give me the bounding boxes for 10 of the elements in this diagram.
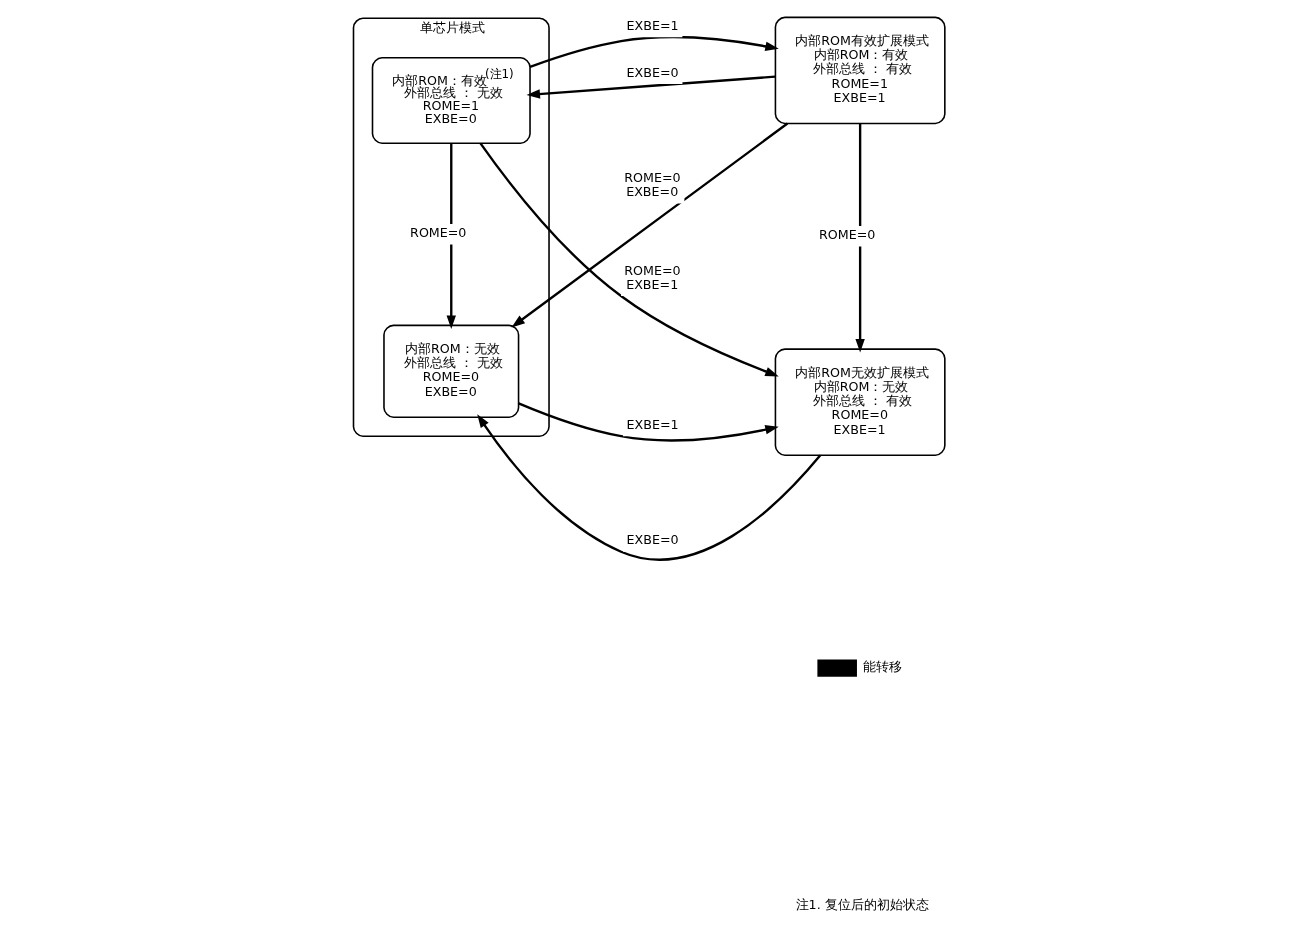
edge-label: ROME=0 (818, 227, 876, 243)
edge-label: EXBE=1 (626, 416, 679, 432)
legend-label: 能转移 (863, 659, 903, 675)
edge-label: ROME=0 EXBE=1 (624, 262, 681, 292)
label: 注1. 复位后的初始状态 (795, 896, 929, 912)
edge-label: EXBE=0 (626, 532, 679, 548)
edge-label: EXBE=0 (626, 64, 679, 80)
edge-label: ROME=0 (410, 225, 467, 241)
edge-label: ROME=0 EXBE=0 (624, 169, 681, 200)
edge-label: EXBE=1 (626, 17, 679, 33)
